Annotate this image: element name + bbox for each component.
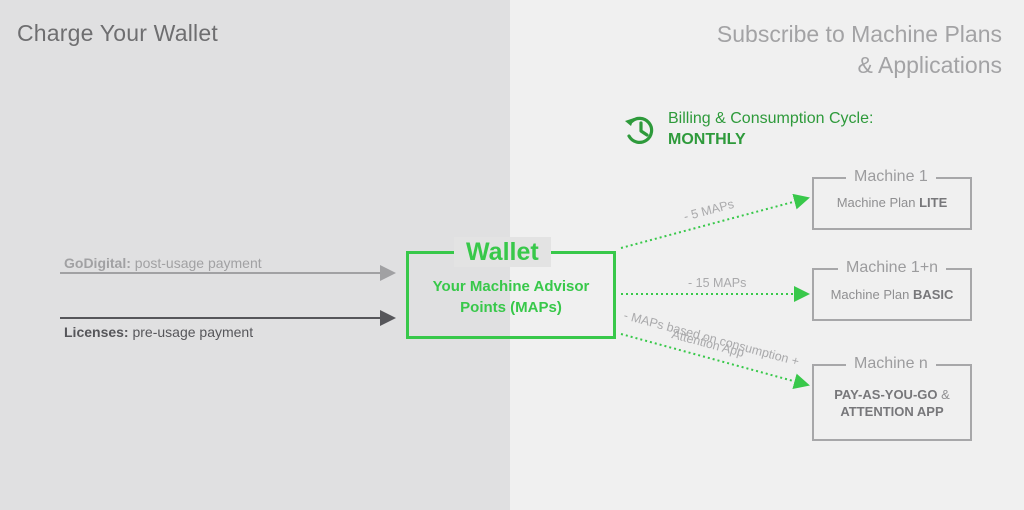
machine-1n-plan: Machine Plan BASIC (812, 286, 972, 303)
right-panel (510, 0, 1024, 510)
machine-1n-plan-bold: BASIC (912, 287, 954, 302)
wallet-title: Wallet (454, 237, 551, 267)
godigital-bold: GoDigital: (64, 255, 131, 271)
godigital-label: GoDigital: post-usage payment (64, 255, 262, 271)
edge-arrow-machine-1 (620, 193, 810, 249)
machine-1-plan-prefix: Machine Plan (836, 195, 920, 210)
history-clock-icon (625, 116, 654, 144)
machine-1-title: Machine 1 (846, 167, 936, 187)
machine-1n-plan-prefix: Machine Plan (830, 287, 913, 302)
machine-1-plan-bold: LITE (919, 195, 948, 210)
right-title-line1: Subscribe to Machine Plans (716, 21, 1002, 47)
billing-cycle-value: MONTHLY (668, 131, 746, 148)
billing-cycle-label: Billing & Consumption Cycle: (668, 110, 874, 127)
machine-n-plan-line1-suffix: & (937, 387, 950, 402)
machine-n-title: Machine n (846, 354, 936, 374)
godigital-rest: post-usage payment (130, 255, 262, 271)
machine-n-plan-line2: ATTENTION APP (840, 404, 944, 419)
wallet-subtitle: Your Machine Advisor Points (MAPs) (406, 276, 616, 318)
licenses-bold: Licenses: (64, 324, 129, 340)
machine-n-plan: PAY-AS-YOU-GO & ATTENTION APP (812, 386, 972, 420)
right-title-line2: & Applications (857, 52, 1002, 78)
edge-label-machine-1n: - 15 MAPs (688, 276, 747, 290)
machine-1-plan: Machine Plan LITE (812, 194, 972, 211)
right-section-title: Subscribe to Machine Plans & Application… (717, 19, 1002, 81)
billing-cycle: Billing & Consumption Cycle: MONTHLY (622, 108, 873, 150)
wallet-subtitle-line1: Your Machine Advisor (432, 278, 590, 295)
left-panel (0, 0, 510, 510)
left-section-title: Charge Your Wallet (17, 20, 218, 46)
licenses-rest: pre-usage payment (128, 324, 254, 340)
edge-arrow-machine-n (620, 333, 810, 390)
machine-1n-title: Machine 1+n (838, 258, 947, 278)
machine-n-plan-line1: PAY-AS-YOU-GO (834, 387, 938, 402)
wallet-subtitle-line2: Points (MAPs) (460, 299, 562, 316)
licenses-label: Licenses: pre-usage payment (64, 324, 253, 340)
